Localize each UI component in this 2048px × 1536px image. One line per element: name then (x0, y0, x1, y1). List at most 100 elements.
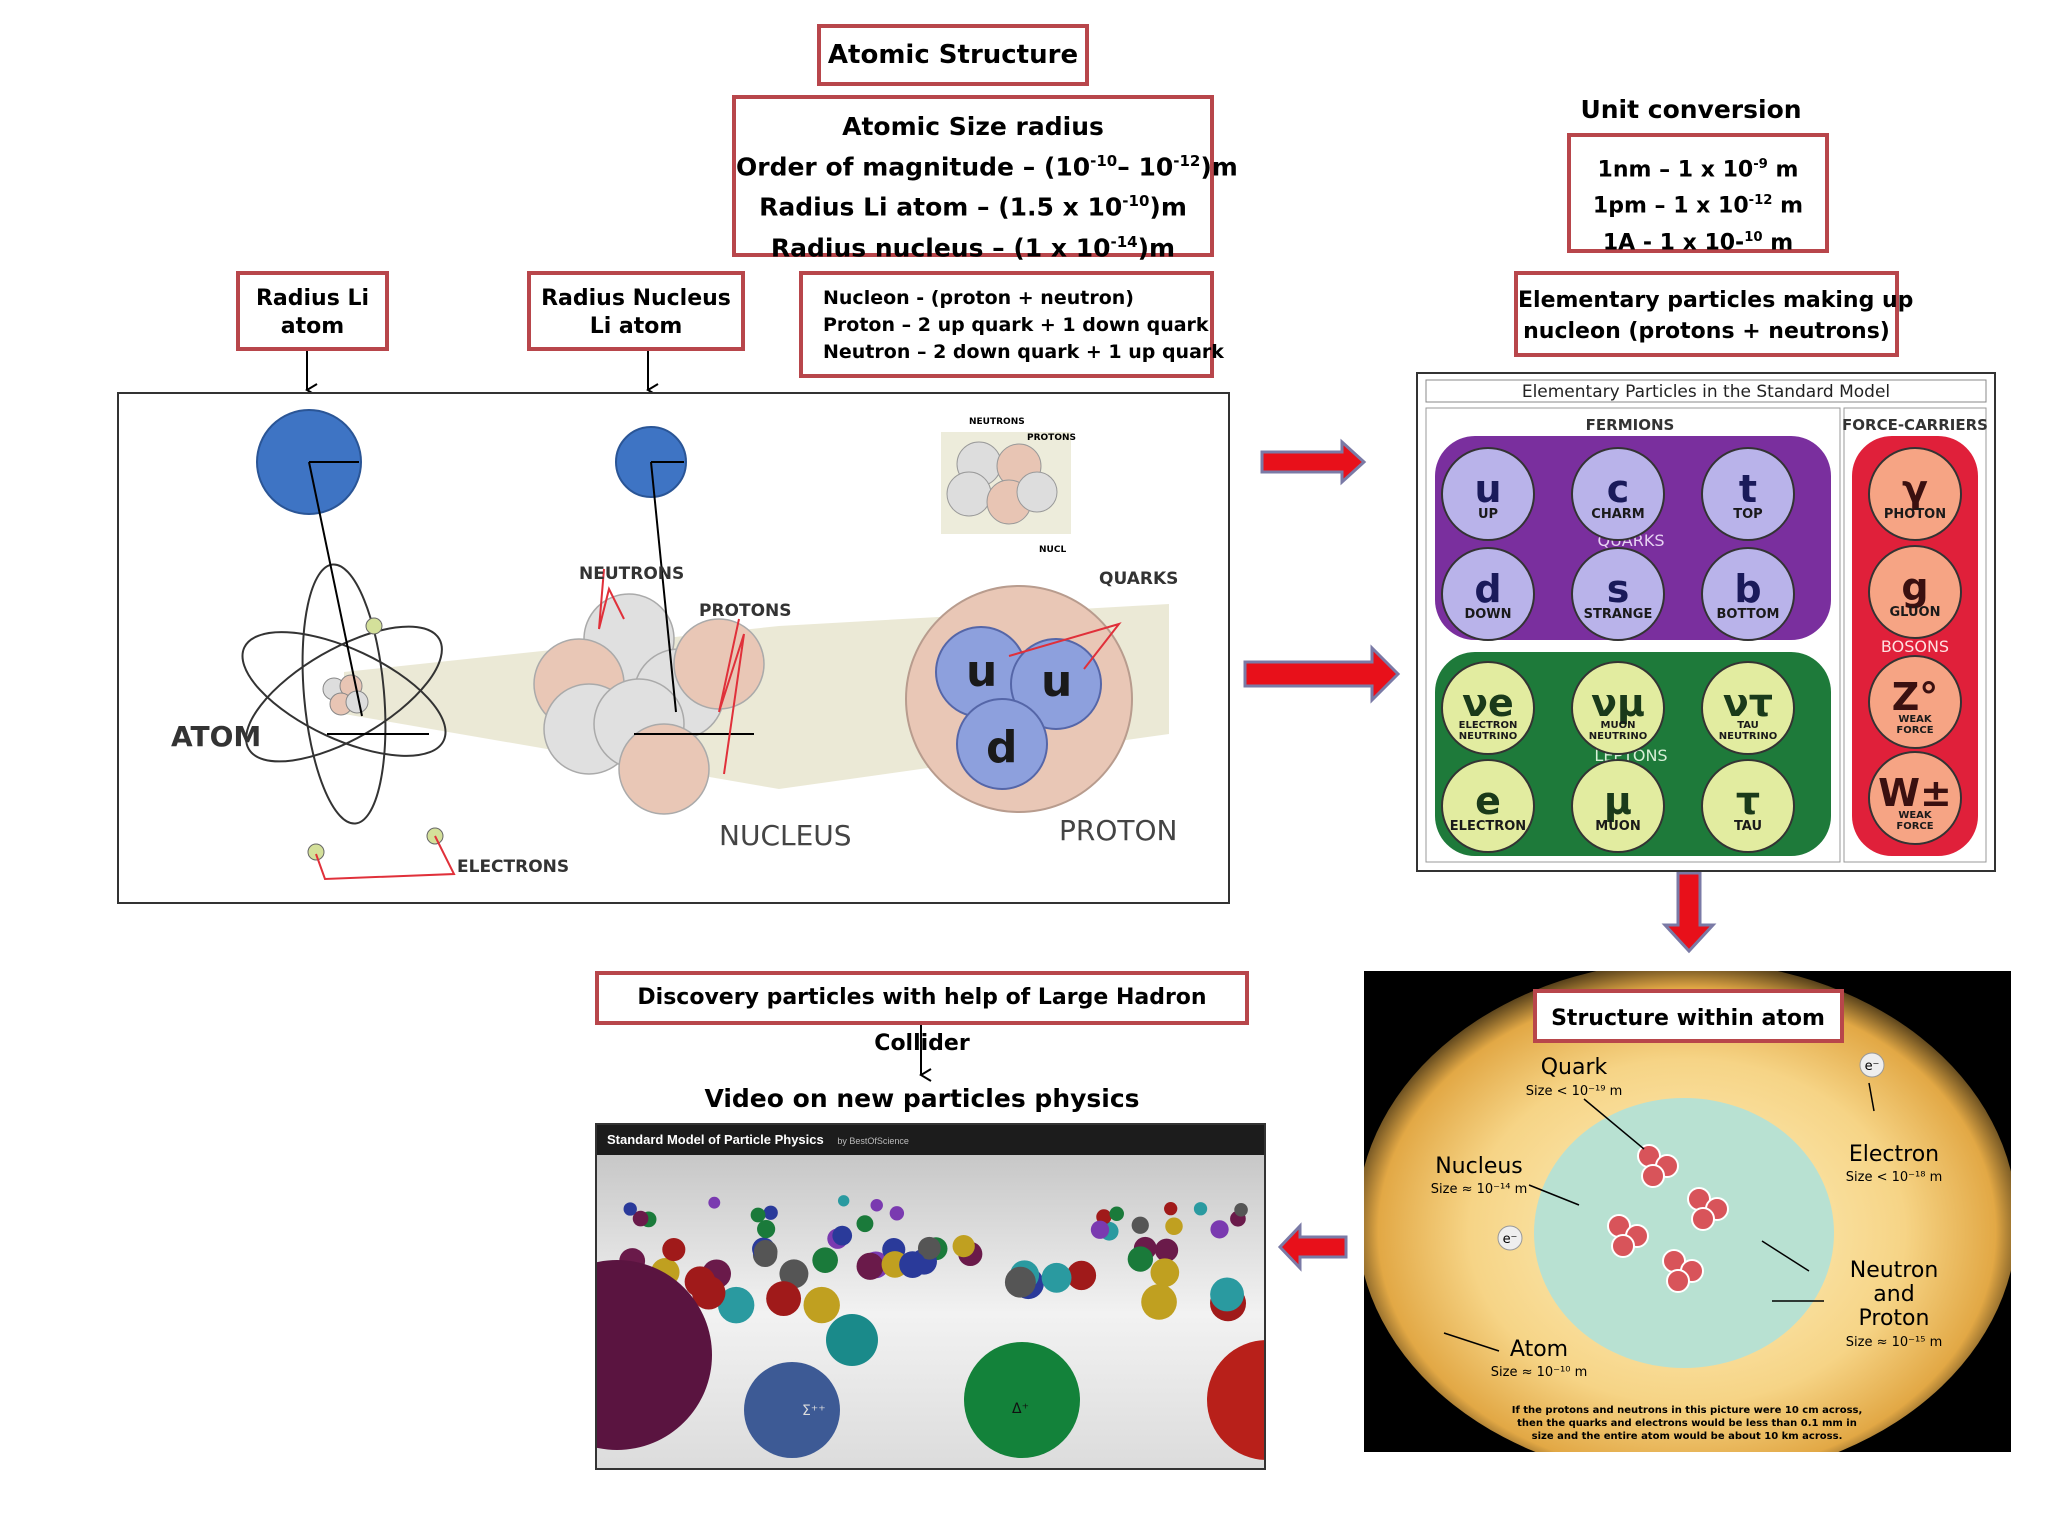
quark-u-2 (1010, 638, 1102, 730)
red-arrow-3 (1260, 438, 1367, 486)
lepton-muon-neutrino-name: MUON (1601, 720, 1636, 731)
delta-label: Δ⁺ (1012, 1401, 1029, 1417)
particle-ball (1210, 1277, 1244, 1312)
structure-svg: Structure within atom Quark Size < 10⁻¹⁹… (1364, 971, 2011, 1452)
lepton-tau-neutrino-name: NEUTRINO (1719, 731, 1777, 742)
quark-down-circle (1441, 547, 1535, 641)
structure-title: Structure within atom (1551, 1006, 1825, 1031)
quark-up-name: UP (1478, 507, 1498, 522)
atom-diagram-panel: NEUTRONS PROTONS NUCL ATOM ELECTRONS (117, 392, 1230, 904)
delta-ball (964, 1342, 1080, 1458)
boson-photon-0-symbol: γ (1902, 467, 1928, 511)
neutron-label-2: and (1873, 1282, 1914, 1307)
structure-within-atom-panel: Structure within atom Quark Size < 10⁻¹⁹… (1364, 971, 2011, 1452)
video-thumbnail[interactable]: Standard Model of Particle Physics by Be… (595, 1123, 1266, 1470)
radius-nucleus-line-2: Li atom (589, 314, 683, 339)
quark-bottom-circle (1701, 547, 1795, 641)
size-line-3: Radius Li atom – (1.5 x 10-10)m (759, 192, 1187, 222)
particle-ball (952, 1234, 975, 1258)
particle-ball (779, 1259, 809, 1289)
lepton-muon-name: MUON (1595, 819, 1640, 834)
video-title-bar: Standard Model of Particle Physics by Be… (597, 1125, 1264, 1155)
electron-symbol-2: e⁻ (1503, 1232, 1518, 1247)
small-nucl-label: NUCL (1039, 545, 1066, 555)
quark-top-name: TOP (1733, 507, 1762, 522)
particle-ball (1141, 1284, 1177, 1320)
standard-model-svg: Elementary Particles in the Standard Mod… (1425, 379, 1988, 863)
particle-ball (750, 1207, 766, 1223)
particle-ball (856, 1252, 884, 1280)
radius-li-box: Radius Li atom (236, 271, 389, 351)
size-line-4: Radius nucleus – (1 x 10-14)m (770, 232, 1176, 262)
electron-dot (365, 617, 383, 635)
lepton-tau-circle (1701, 759, 1795, 853)
standard-model-panel: Elementary Particles in the Standard Mod… (1416, 372, 1996, 872)
footnote-2: then the quarks and electrons would be l… (1517, 1418, 1857, 1429)
discovery-box: Discovery particles with help of Large H… (595, 971, 1249, 1056)
video-byline: by BestOfScience (837, 1136, 909, 1146)
particle-ball (1234, 1203, 1248, 1217)
quark-strange-name: STRANGE (1584, 607, 1653, 622)
atomic-structure-title: Atomic Structure (817, 24, 1089, 86)
footnote-3: size and the entire atom would be about … (1532, 1431, 1843, 1442)
particle-ball (1090, 1220, 1110, 1239)
quark-down-symbol: d (1474, 567, 1501, 611)
neutrons-label: NEUTRONS (579, 564, 684, 584)
particle-ball (766, 1281, 802, 1317)
elementary-line-1: Elementary particles making up (1518, 288, 1914, 313)
particle-ball (1210, 1220, 1229, 1239)
elementary-particles-box: Elementary particles making up nucleon (… (1514, 271, 1914, 357)
atom-illustration (241, 563, 447, 825)
nucleon-quark-2 (1611, 1234, 1635, 1258)
particle-ball (870, 1199, 883, 1212)
particle-ball (1165, 1217, 1183, 1236)
particle-ball (753, 1239, 778, 1264)
quark-bottom-name: BOTTOM (1717, 607, 1780, 622)
particle-ball (1109, 1206, 1124, 1222)
lepton-electron-neutrino-name: NEUTRINO (1459, 731, 1517, 742)
particle-ball (856, 1215, 874, 1233)
lepton-electron-neutrino-circle (1441, 661, 1535, 755)
electron-dot (307, 843, 325, 861)
electron-struct-size: Size < 10⁻¹⁸ m (1846, 1170, 1942, 1185)
footnote-1: If the protons and neutrons in this pict… (1512, 1405, 1863, 1416)
boson-weak-force-3-symbol: W± (1878, 771, 1952, 815)
bosons-group (1852, 436, 1978, 856)
boson-weak-force-3-name: WEAK (1898, 810, 1933, 821)
electrons-label: ELECTRONS (457, 857, 569, 877)
force-carriers-label: FORCE-CARRIERS (1842, 416, 1988, 434)
lepton-muon-circle (1571, 759, 1665, 853)
video-scene: Σ⁺⁺ Δ⁺ (597, 1195, 1264, 1460)
quark-down-name: DOWN (1464, 607, 1511, 622)
radius-li-line-2: atom (280, 314, 345, 339)
particle-ball (708, 1196, 721, 1209)
nucleus-struct-size: Size ≈ 10⁻¹⁴ m (1431, 1182, 1527, 1197)
elementary-line-2: nucleon (protons + neutrons) (1523, 319, 1890, 344)
lepton-tau-neutrino-circle (1701, 661, 1795, 755)
quark-charm-symbol: c (1607, 467, 1630, 511)
boson-photon-0-circle (1868, 447, 1962, 541)
atomic-size-box: Atomic Size radius Order of magnitude – … (732, 95, 1238, 262)
radius-li-line-1: Radius Li (255, 286, 370, 311)
lepton-muon-neutrino-symbol: νμ (1591, 681, 1645, 725)
boson-weak-force-2-name: FORCE (1896, 725, 1933, 736)
particle-ball (889, 1206, 905, 1221)
lepton-electron-neutrino-symbol: νe (1462, 681, 1514, 725)
nucleon-box: Nucleon - (proton + neutron) Proton – 2 … (799, 271, 1224, 378)
boson-weak-force-3-circle (1868, 751, 1962, 845)
nucleon-quark-3 (1666, 1269, 1690, 1293)
small-neutrons-label: NEUTRONS (969, 417, 1025, 427)
small-protons-label: PROTONS (1027, 433, 1076, 443)
lepton-electron-name: ELECTRON (1450, 819, 1526, 834)
sigma-ball (744, 1362, 840, 1458)
particle-ball (812, 1247, 838, 1273)
atom-struct-label: Atom (1510, 1337, 1568, 1362)
particle-ball (832, 1225, 853, 1246)
quark-up-circle (1441, 447, 1535, 541)
sigma-label: Σ⁺⁺ (802, 1403, 826, 1419)
nucleon-quark-1 (1691, 1207, 1715, 1231)
nucleus-cloud (1534, 1098, 1834, 1368)
red-arrow-4 (1243, 644, 1401, 704)
particle-ball (1066, 1260, 1097, 1291)
unit-row-pm: 1pm – 1 x 10-12 m (1592, 193, 1804, 219)
